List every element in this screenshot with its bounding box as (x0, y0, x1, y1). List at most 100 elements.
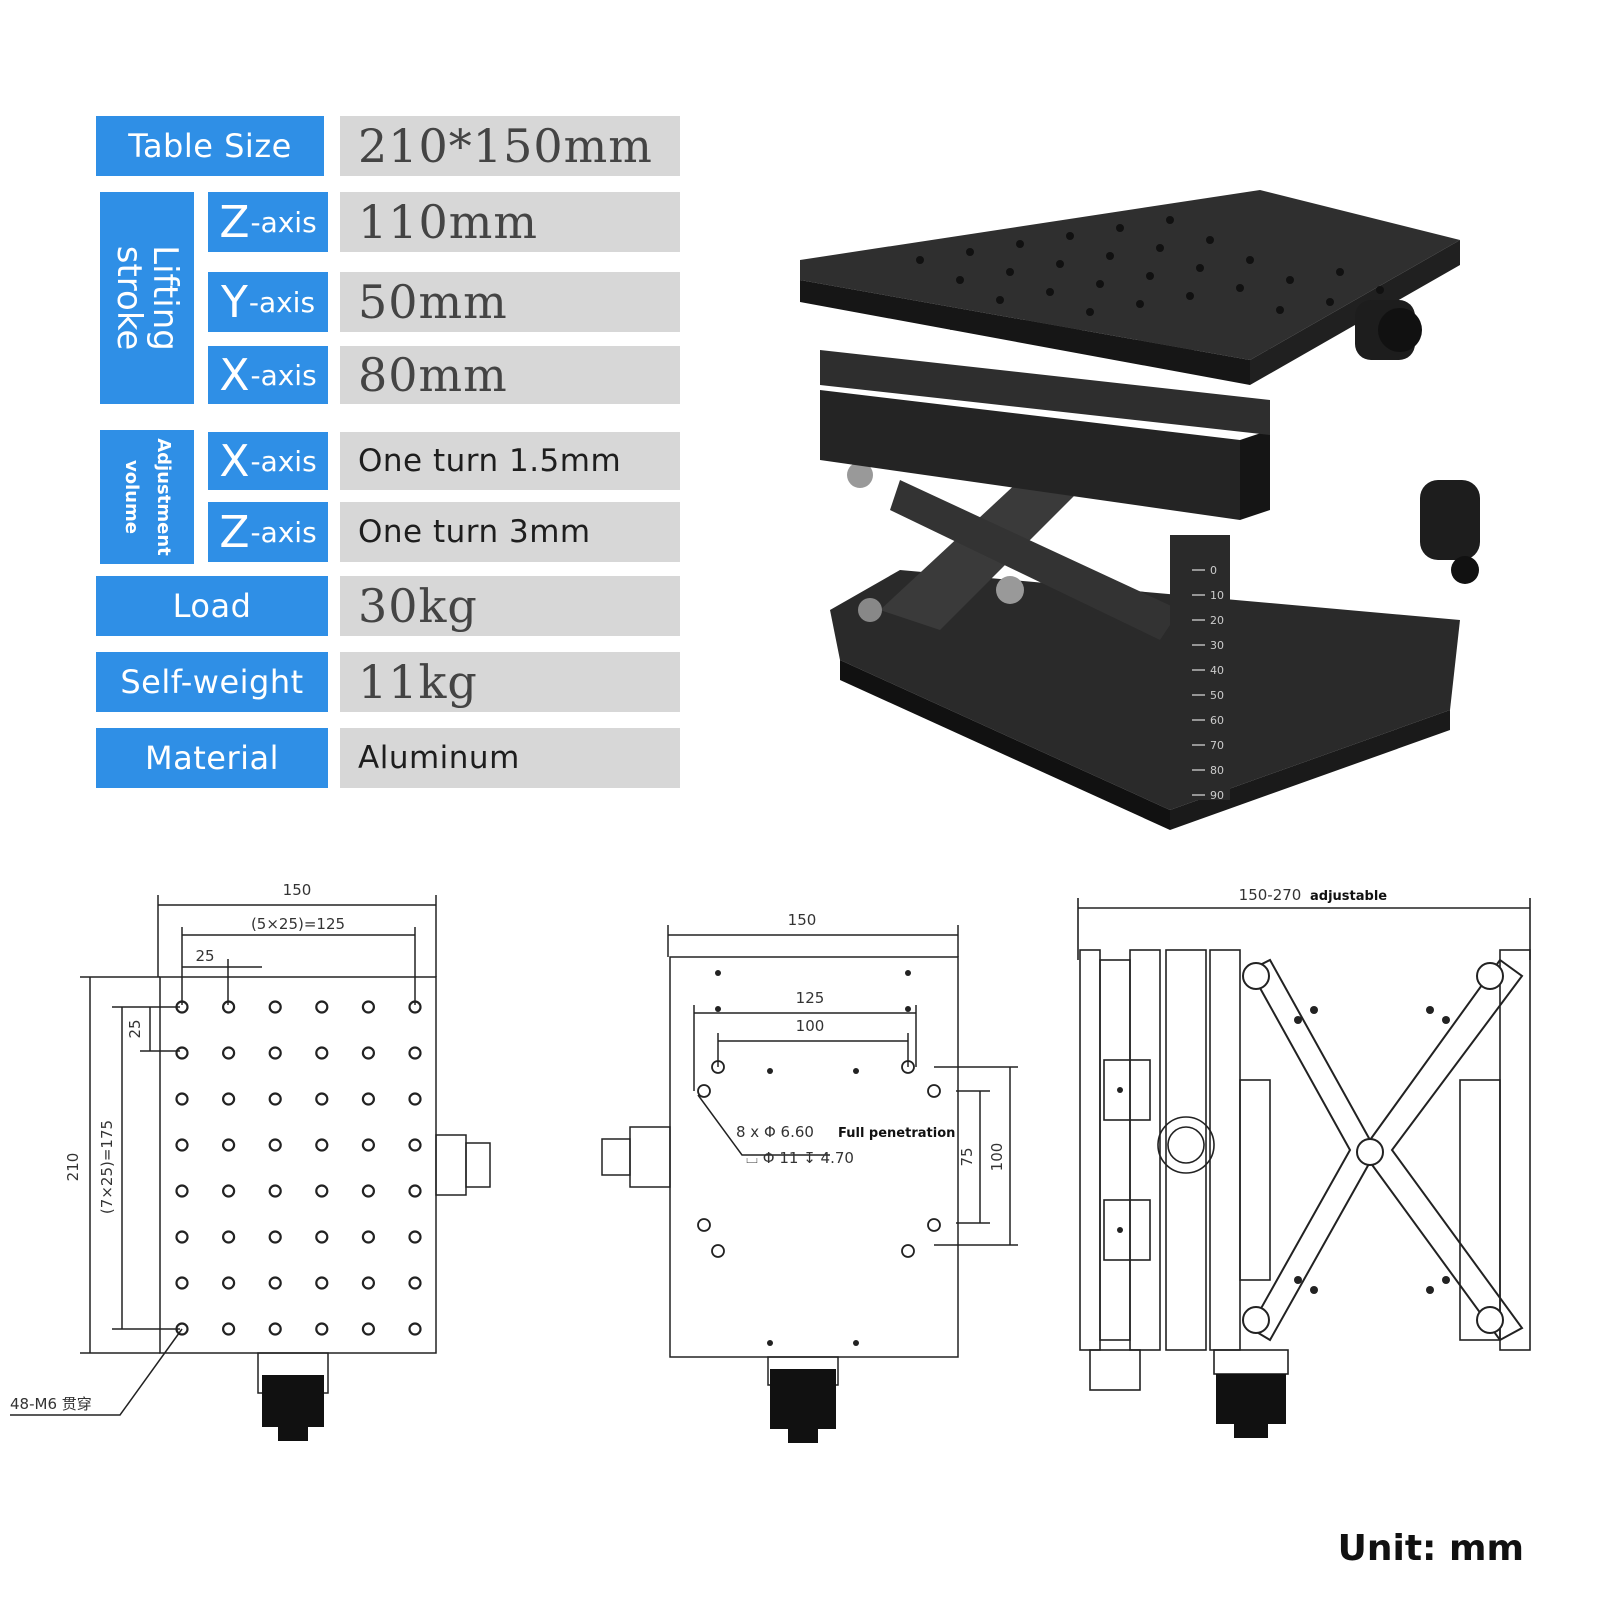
mounting-hole (315, 1322, 329, 1336)
load-value: 30kg (340, 576, 680, 636)
mounting-hole (268, 1092, 282, 1106)
mounting-hole (268, 1046, 282, 1060)
load-label: Load (96, 576, 328, 636)
bottom-view-drawing: 150 125 100 8 x Φ 6.60 Full penetration … (601, 911, 1018, 1443)
bottom-span-75-dim: 75 (958, 1147, 976, 1166)
scale-tick-label: 20 (1210, 614, 1224, 627)
top-vertical-pitch-total-dim: (7×25)=175 (98, 1120, 116, 1214)
mounting-hole (222, 1138, 236, 1152)
mounting-hole (361, 1138, 375, 1152)
scale-tick-label: 0 (1210, 564, 1217, 577)
bottom-mount-holes (697, 1060, 941, 1258)
lift-y-axis-label: Y-axis (208, 272, 328, 332)
self-weight-value: 11kg (340, 652, 680, 712)
self-weight-label: Self-weight (96, 652, 328, 712)
mounting-hole (268, 1276, 282, 1290)
mounting-hole (361, 1046, 375, 1060)
bottom-counterbore-callout: ⌴ Φ 11 ↧ 4.70 (746, 1149, 854, 1167)
mounting-hole (408, 1230, 422, 1244)
mounting-hole (222, 1230, 236, 1244)
mounting-hole (408, 1092, 422, 1106)
mounting-hole (175, 1322, 189, 1336)
mounting-hole (408, 1138, 422, 1152)
top-height-dim: 210 (64, 1153, 82, 1182)
mounting-hole (268, 1000, 282, 1014)
table-size-label: Table Size (96, 116, 324, 176)
side-adjustable-note: adjustable (1310, 889, 1387, 904)
mounting-hole (175, 1276, 189, 1290)
x-axis-knob-icon (1355, 300, 1422, 360)
top-hole-note: 48-M6 贯穿 (10, 1395, 92, 1413)
adj-x-axis-label: X-axis (208, 432, 328, 490)
mounting-hole (222, 1000, 236, 1014)
height-scale-plate (1170, 535, 1230, 800)
bottom-span-125-dim: 125 (796, 989, 825, 1007)
mounting-hole (315, 1138, 329, 1152)
mounting-hole (408, 1184, 422, 1198)
bottom-full-penetration-note: Full penetration (838, 1126, 955, 1141)
mounting-hole (361, 1230, 375, 1244)
scale-tick-label: 40 (1210, 664, 1224, 677)
mounting-hole (408, 1046, 422, 1060)
side-width-dim: 150-270 (1239, 886, 1302, 904)
lift-z-axis-label: Z-axis (208, 192, 328, 252)
mounting-hole (268, 1322, 282, 1336)
scale-tick-label: 10 (1210, 589, 1224, 602)
bottom-span-100-dim: 100 (796, 1017, 825, 1035)
mounting-hole (408, 1276, 422, 1290)
adj-x-axis-value: One turn 1.5mm (340, 432, 680, 490)
lift-x-axis-value: 80mm (340, 346, 680, 404)
top-view-drawing: 150 (5×25)=125 25 210 (7×25)=175 25 48-M… (10, 881, 491, 1441)
scale-tick-label: 90 (1210, 789, 1224, 802)
mounting-hole (315, 1184, 329, 1198)
mounting-hole (222, 1184, 236, 1198)
lift-y-axis-value: 50mm (340, 272, 680, 332)
material-label: Material (96, 728, 328, 788)
mounting-hole (315, 1276, 329, 1290)
mounting-hole (361, 1184, 375, 1198)
mounting-hole (222, 1092, 236, 1106)
bottom-hole-callout: 8 x Φ 6.60 (736, 1123, 814, 1141)
mounting-hole (408, 1000, 422, 1014)
scale-tick-label: 50 (1210, 689, 1224, 702)
mounting-hole (175, 1184, 189, 1198)
mounting-hole (175, 1000, 189, 1014)
mounting-hole (361, 1322, 375, 1336)
mounting-hole (315, 1092, 329, 1106)
adj-z-axis-label: Z-axis (208, 502, 328, 562)
bottom-span-100v-dim: 100 (988, 1143, 1006, 1172)
lift-z-axis-value: 110mm (340, 192, 680, 252)
mounting-hole (361, 1092, 375, 1106)
mounting-hole (408, 1322, 422, 1336)
mounting-hole (315, 1230, 329, 1244)
mounting-hole (175, 1230, 189, 1244)
lift-x-axis-label: X-axis (208, 346, 328, 404)
mounting-hole (175, 1092, 189, 1106)
mounting-hole (315, 1046, 329, 1060)
mounting-hole (315, 1000, 329, 1014)
mounting-hole (268, 1230, 282, 1244)
mounting-hole (175, 1138, 189, 1152)
mounting-hole (222, 1046, 236, 1060)
scale-tick-label: 30 (1210, 639, 1224, 652)
scale-tick-label: 70 (1210, 739, 1224, 752)
mounting-hole (222, 1322, 236, 1336)
side-view-drawing: 150-270 adjustable (1077, 886, 1531, 1438)
scale-tick-label: 60 (1210, 714, 1224, 727)
mounting-hole (268, 1184, 282, 1198)
top-width-dim: 150 (283, 881, 312, 899)
mounting-hole (268, 1138, 282, 1152)
mounting-hole (361, 1276, 375, 1290)
top-vertical-pitch-dim: 25 (126, 1019, 144, 1038)
material-value: Aluminum (340, 728, 680, 788)
table-size-value: 210*150mm (340, 116, 680, 176)
mounting-hole (222, 1276, 236, 1290)
scale-tick-label: 80 (1210, 764, 1224, 777)
lift-table-product-illustration: 0 10 20 30 40 50 60 70 80 90 (800, 190, 1480, 830)
unit-note: Unit: mm (1337, 1528, 1524, 1569)
height-scale-ticks: 0 10 20 30 40 50 60 70 80 90 (1192, 564, 1224, 802)
adj-z-axis-value: One turn 3mm (340, 502, 680, 562)
mounting-hole (361, 1000, 375, 1014)
